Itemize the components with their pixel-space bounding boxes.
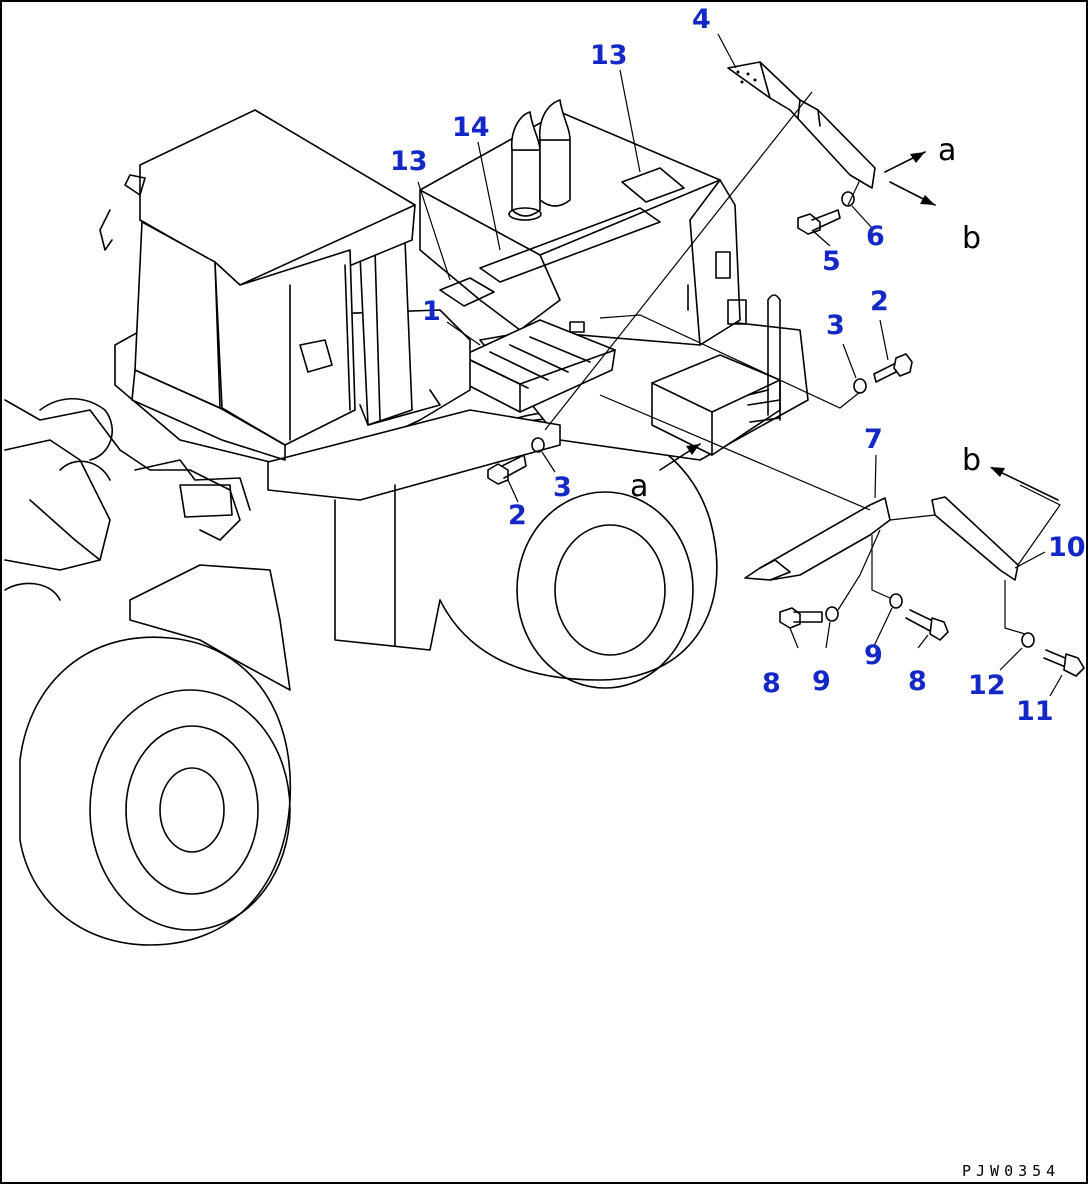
label-2-right: 2 [870,286,889,317]
loader-body [4,99,809,946]
front-wheel [19,636,292,946]
label-4: 4 [692,4,711,35]
label-3-center: 3 [553,472,572,503]
part-3-center-washer [531,437,545,453]
rear-ladder [727,294,781,423]
front-fender [129,564,291,691]
label-5: 5 [822,246,841,277]
part-8-left-bolt [779,607,823,629]
view-arrow-b-top [889,181,936,206]
label-8-right: 8 [908,666,927,697]
view-arrow-b-right [990,467,1059,501]
label-10: 10 [1048,532,1086,563]
operator-cab [99,109,416,461]
part-7-tip [759,559,791,581]
exhaust-stacks [508,99,571,221]
part-5-bolt [797,209,841,235]
marker-a-center: a [630,469,648,504]
leader-lines [417,33,1063,697]
part-9-right-washer [889,593,903,609]
part-3-right-washer [853,378,867,394]
view-markers: a b a b [630,133,981,504]
label-13-top: 13 [590,40,628,71]
label-8-left: 8 [762,668,781,699]
part-7-bracket [744,497,891,581]
marker-b-top: b [962,221,981,256]
view-arrow-a-top [884,151,926,173]
part-4-bracket [727,61,876,189]
view-arrow-a-center [659,443,701,471]
part-6-washer [841,191,855,207]
label-6: 6 [866,221,885,252]
marker-a-top: a [938,133,956,168]
label-3-right: 3 [826,310,845,341]
loader-linkage [4,398,251,601]
label-12: 12 [968,670,1006,701]
part-8-right-bolt [905,609,949,641]
label-11: 11 [1016,696,1054,727]
marker-b-right: b [962,443,981,478]
part-10-angle [931,496,1019,581]
label-2-center: 2 [508,500,527,531]
engine-hood [419,111,741,346]
label-1: 1 [422,296,441,327]
part-2-right-bolt [873,353,913,383]
label-14: 14 [452,112,490,143]
part-11-bolt [1043,649,1085,677]
label-13-left: 13 [390,146,428,177]
reference-code: PJW0354 [962,1162,1060,1180]
part-12-washer [1021,632,1035,648]
part-9-left-washer [825,606,839,622]
label-7: 7 [864,424,883,455]
right-step-box [651,354,781,456]
part-labels: 4 13 14 13 1 5 6 2 3 3 2 7 10 8 9 9 8 12… [390,4,1086,727]
label-9-left: 9 [812,666,831,697]
label-9-right: 9 [864,640,883,671]
